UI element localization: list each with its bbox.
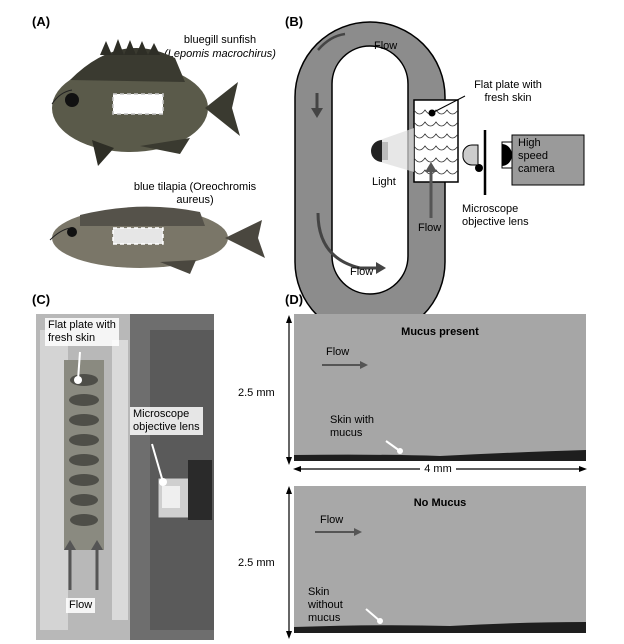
- mucus-present-title: Mucus present: [401, 326, 479, 338]
- plate-label-b: Flat plate with fresh skin: [474, 79, 542, 104]
- light-source-icon: [371, 128, 414, 172]
- objective-label-c: Microscope objective lens: [130, 407, 203, 435]
- skin-no-mucus-label: Skin without mucus: [308, 586, 343, 624]
- panel-a-label: (A): [32, 14, 51, 29]
- height-label-top: 2.5 mm: [238, 387, 275, 399]
- flow-label-top: Flow: [374, 40, 398, 52]
- height-label-bottom: 2.5 mm: [238, 557, 275, 569]
- panel-c-label: (C): [32, 292, 51, 307]
- bluegill-latin: (Lepomis macrochirus): [164, 48, 276, 60]
- objective-label-b: Microscope objective lens: [462, 203, 529, 228]
- flow-label-bottom: Flow: [350, 266, 374, 278]
- camera-label: High speed camera: [518, 137, 555, 175]
- bluegill-fish-illustration: [51, 39, 240, 166]
- high-speed-camera-icon: [501, 134, 585, 186]
- plate-label-c: Flat plate with fresh skin: [45, 318, 119, 346]
- skin-mucus-label: Skin with mucus: [330, 414, 375, 439]
- panel-b-label: (B): [285, 14, 304, 29]
- flow-label-c: Flow: [66, 598, 96, 613]
- tilapia-name: blue tilapia (Oreochromis aureus): [133, 181, 257, 206]
- no-mucus-image: [294, 486, 586, 633]
- panel-d-label: (D): [285, 292, 304, 307]
- channel-island: [331, 45, 409, 295]
- flow-label-d-top: Flow: [326, 346, 350, 358]
- objective-lens-photo: [157, 460, 212, 520]
- width-label: 4 mm: [420, 463, 456, 476]
- mucus-present-image: [294, 314, 586, 461]
- light-label: Light: [372, 176, 396, 188]
- flow-label-channel: Flow: [418, 222, 442, 234]
- no-mucus-title: No Mucus: [413, 497, 467, 509]
- flow-label-d-bottom: Flow: [320, 514, 344, 526]
- objective-lens-icon: [462, 130, 487, 195]
- tilapia-fish-illustration: [49, 206, 265, 274]
- bluegill-name: bluegill sunfish: [183, 34, 257, 46]
